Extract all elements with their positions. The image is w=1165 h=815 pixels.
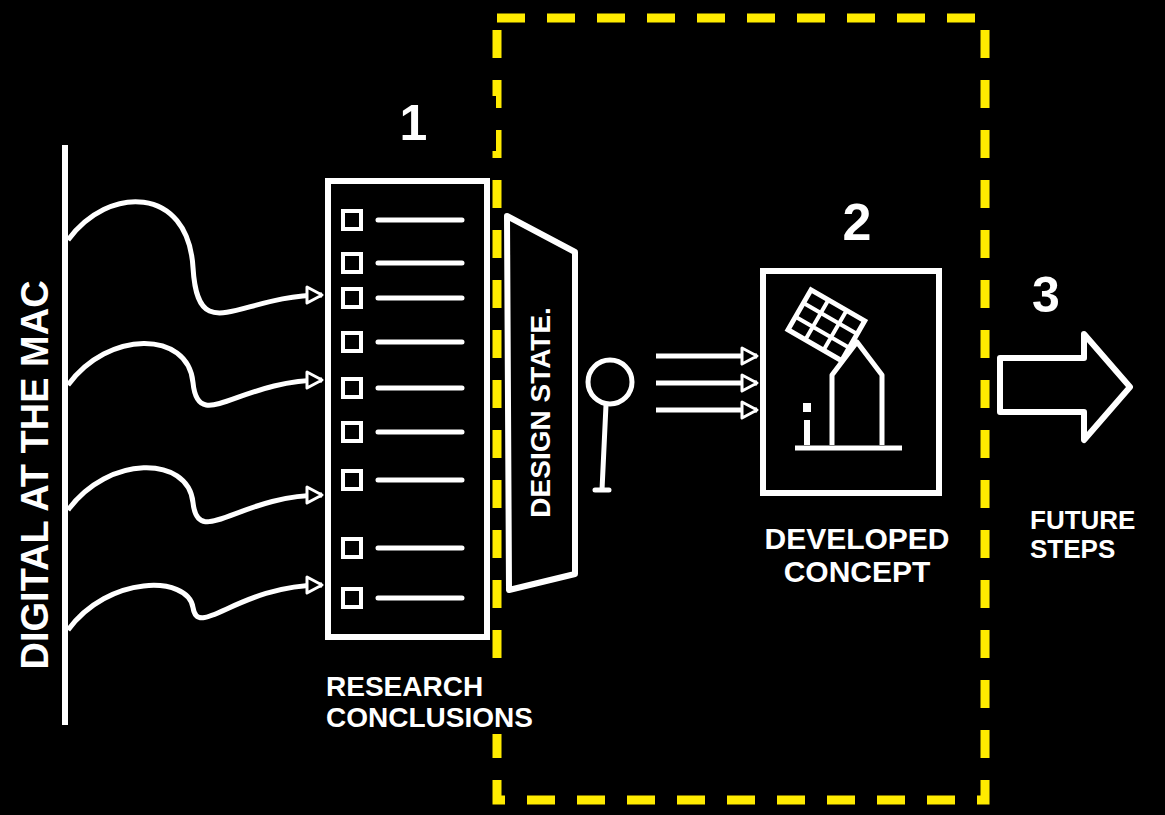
concept-box: 2DEVELOPED CONCEPT (760, 268, 942, 496)
box-caption: DEVELOPED CONCEPT (740, 522, 974, 588)
flow-arrow (581, 408, 757, 413)
box-caption: RESEARCH CONCLUSIONS (326, 672, 576, 734)
research-box: 1RESEARCH CONCLUSIONS (325, 178, 490, 640)
arrow-caption: FUTURE STEPS (1030, 506, 1156, 563)
flow-arrow (581, 354, 757, 359)
wavy-arrow (68, 343, 322, 405)
future-arrow: 3FUTURE STEPS (996, 330, 1134, 444)
person-body (804, 420, 810, 445)
band-label: DIGITAL AT THE MAC (14, 280, 56, 669)
magnifier-handle (595, 405, 609, 490)
callout-number: 1 (331, 96, 496, 151)
panel-label: DESIGN STATE. (525, 307, 556, 518)
future-arrow-outline (996, 330, 1134, 444)
source-band: DIGITAL AT THE MAC (12, 145, 68, 725)
callout-number: 3 (1026, 268, 1066, 323)
magnifier-lens (588, 360, 632, 404)
wavy-arrow (68, 468, 322, 522)
wavy-arrow (68, 585, 322, 630)
checklist-lines (378, 220, 462, 598)
flow-arrow (581, 381, 757, 386)
design-panel-shape (507, 216, 575, 590)
callout-number: 2 (766, 194, 948, 251)
design-panel: DESIGN STATE. (503, 212, 579, 594)
wavy-arrow (68, 202, 322, 313)
checkbox-list (343, 211, 361, 607)
person-head (803, 403, 811, 412)
future-arrow-shape (1000, 334, 1130, 440)
house-icon (832, 342, 882, 445)
ground-line (795, 446, 902, 451)
